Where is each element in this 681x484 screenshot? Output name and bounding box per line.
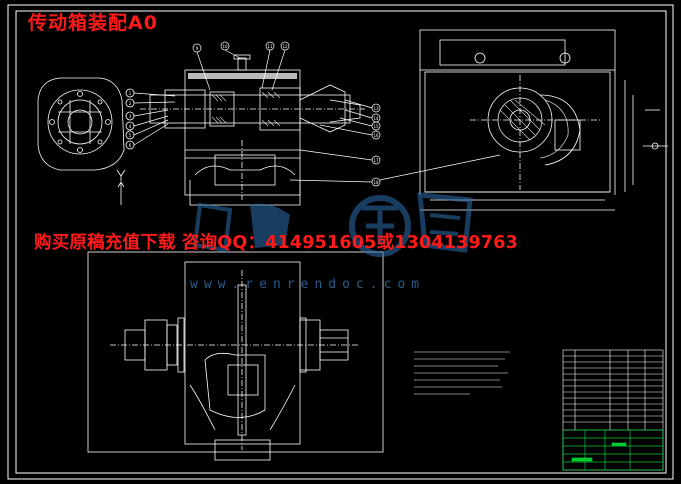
tech-line [414,382,514,389]
balloon-set-right [289,99,381,187]
balloon-label: 15 [373,124,379,129]
balloon-label: 1 [129,91,132,96]
tech-line [414,396,514,403]
balloon-label: 4 [129,124,132,129]
balloon-label: 9 [196,46,199,51]
balloon-set-right-labels: 13 14 15 16 17 18 [373,106,379,185]
tech-line [414,389,514,396]
balloon-set-top-labels: 9 10 11 12 [196,44,288,51]
balloon-label: 5 [129,133,132,138]
balloon-label: 18 [373,180,379,185]
balloons-left-group [133,92,176,146]
title-block [562,349,664,471]
right-elevation-view [419,29,668,211]
tech-line [414,368,514,375]
watermark-logo [192,192,473,257]
leader-line [379,154,501,181]
balloon-label: 11 [267,44,273,49]
download-advert-text: 购买原稿充值下载 咨询QQ：414951605或1304139763 [34,233,518,253]
balloon-label: 17 [373,158,379,163]
balloon-label: 3 [129,114,132,119]
balloon-set-left: 1 2 3 4 5 6 [125,88,135,150]
sheet-outer-border [7,4,674,480]
tech-line [414,375,514,382]
sheet-inner-border [15,10,667,474]
tech-requirements-box [414,351,510,395]
balloon-label: 12 [282,44,288,49]
title-block-green [562,429,664,471]
balloon-label: 10 [222,44,228,49]
tech-line [414,361,514,368]
tech-line [414,354,514,361]
balloon-label: 6 [129,143,132,148]
balloon-label: 16 [373,133,379,138]
drawing-title: 传动箱装配A0 [28,12,158,34]
left-hub-view [37,77,125,171]
tech-line [414,347,514,354]
bottom-plan-view [87,251,384,461]
balloon-set-top [192,41,290,91]
balloon-label: 14 [373,116,379,121]
balloon-label: 2 [129,101,132,106]
watermark-url: www.renrendoc.com [190,277,426,292]
axis-y-marker [116,169,126,205]
balloon-label: 13 [373,106,379,111]
tech-requirements-lines [414,347,514,403]
main-section-view [140,54,365,206]
